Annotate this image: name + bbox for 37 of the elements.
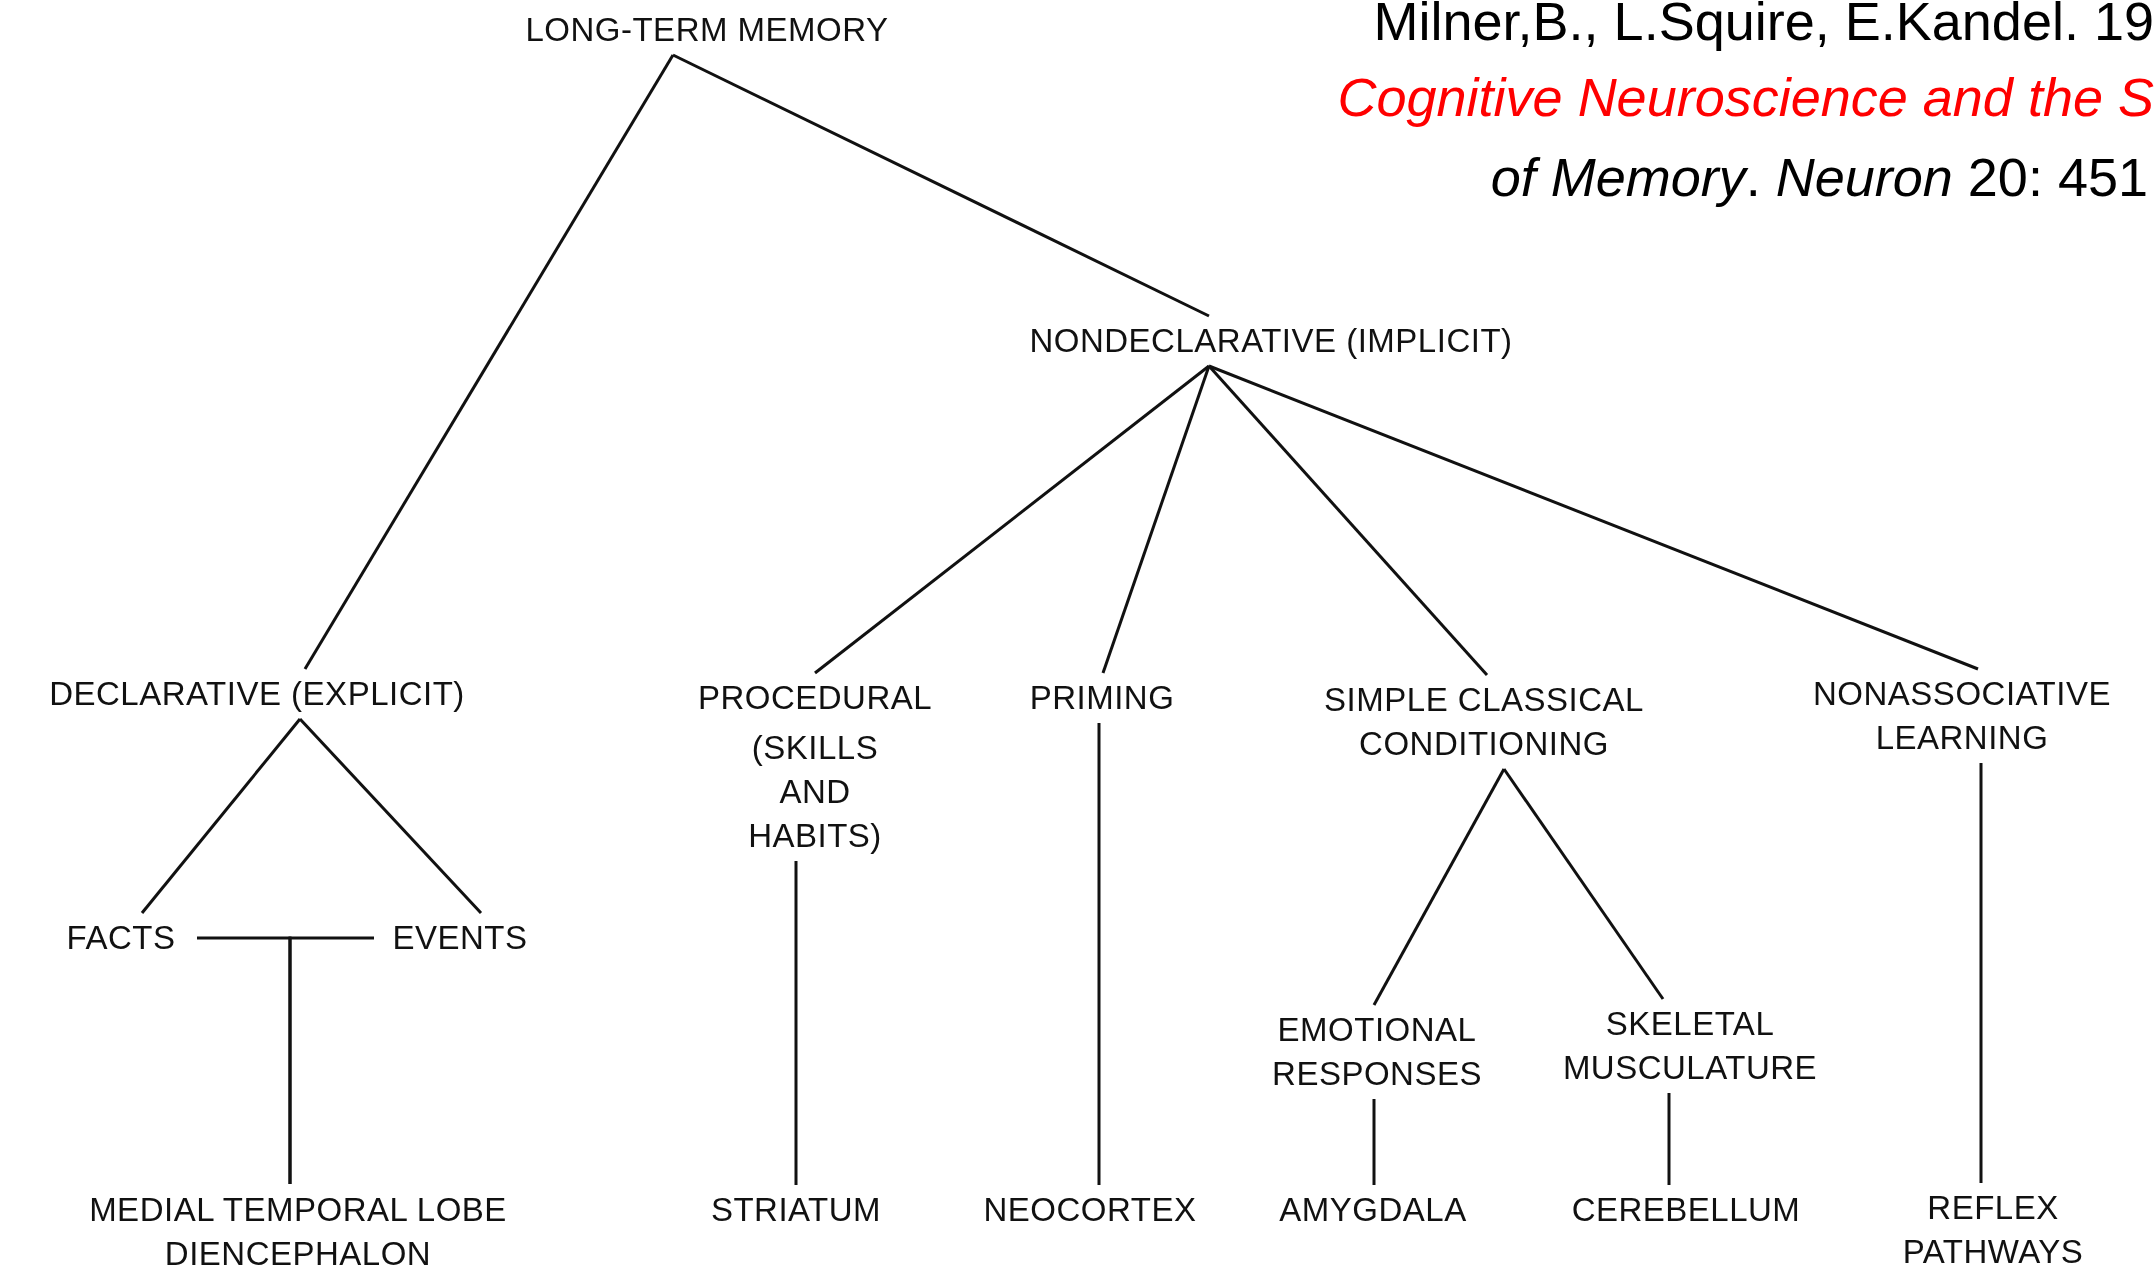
category-label: SIMPLE CLASSICAL CONDITIONING: [1324, 680, 1644, 764]
connector-line: [1101, 365, 1211, 674]
citation-text: of Memory. Neuron 20: 451: [1490, 146, 2148, 209]
category-label: AMYGDALA: [1279, 1190, 1467, 1230]
category-label: PRIMING: [1029, 678, 1175, 718]
category-label: REFLEX PATHWAYS: [1901, 1188, 2085, 1272]
connector-line: [1207, 365, 1489, 676]
category-label: LONG-TERM MEMORY: [525, 10, 889, 50]
category-label: CEREBELLUM: [1571, 1190, 1801, 1230]
category-label: DECLARATIVE (EXPLICIT): [49, 674, 465, 714]
category-label: EMOTIONAL RESPONSES: [1271, 1010, 1483, 1094]
connector-line: [814, 364, 1210, 675]
category-label: EVENTS: [392, 918, 528, 958]
connector-line: [1667, 1093, 1671, 1185]
connector-line: [794, 861, 798, 1185]
connector-line: [1208, 364, 1979, 671]
citation-text: Milner,B., L.Squire, E.Kandel. 19: [1373, 0, 2154, 53]
connector-line: [1502, 768, 1665, 1000]
connector-line: [140, 718, 302, 914]
category-label: SKELETAL MUSCULATURE: [1561, 1004, 1819, 1088]
connector-line: [1097, 723, 1101, 1185]
connector-line: [1372, 1099, 1376, 1185]
category-label: FACTS: [66, 918, 176, 958]
citation-text: Cognitive Neuroscience and the S: [1337, 66, 2154, 129]
connector-line: [288, 936, 374, 1184]
category-label: NONASSOCIATIVE LEARNING: [1812, 674, 2112, 758]
connector-line: [298, 717, 483, 915]
category-note: (SKILLS AND HABITS): [747, 728, 883, 856]
connector-line: [672, 53, 1210, 318]
category-label: NONDECLARATIVE (IMPLICIT): [1029, 321, 1513, 361]
category-label: PROCEDURAL: [697, 678, 933, 718]
category-label: STRIATUM: [710, 1190, 882, 1230]
category-label: MEDIAL TEMPORAL LOBE DIENCEPHALON: [88, 1190, 508, 1272]
connector-line: [1372, 768, 1506, 1006]
connector-line: [303, 54, 675, 670]
connector-line: [1979, 763, 1983, 1183]
category-label: NEOCORTEX: [983, 1190, 1197, 1230]
